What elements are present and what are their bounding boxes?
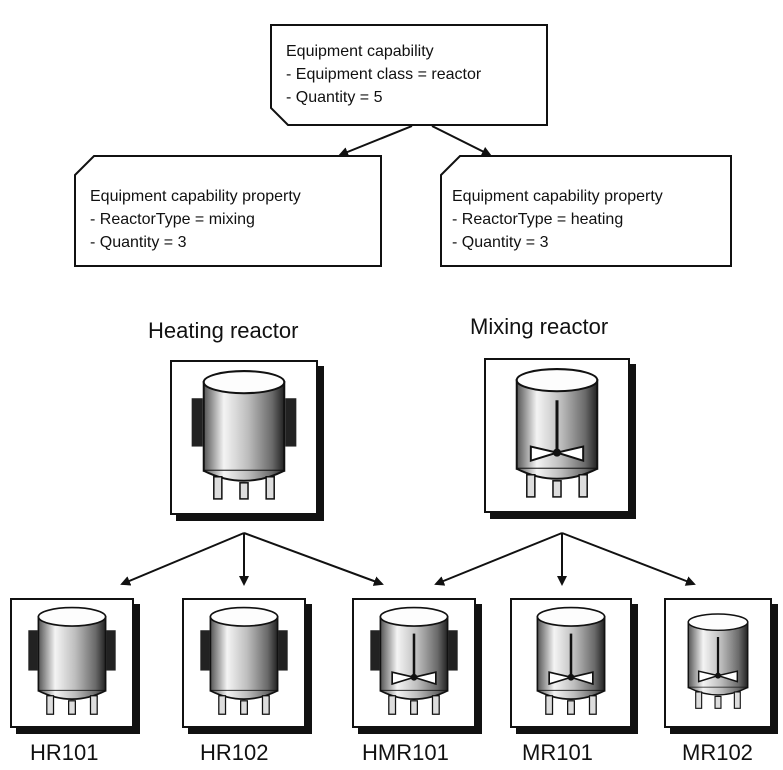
heating-reactor-frame — [170, 360, 324, 521]
mixing-reactor-title: Mixing reactor — [470, 314, 609, 339]
box-line: - Quantity = 3 — [452, 234, 549, 251]
mixing-reactor-icon — [515, 368, 599, 498]
box-line: - Equipment class = reactor — [286, 66, 482, 83]
unit-frame-mr101 — [510, 598, 638, 734]
heating-reactor-icon — [200, 606, 288, 716]
capability-property-box-mixing: Equipment capability property - ReactorT… — [74, 155, 382, 267]
heating-reactor-icon — [191, 370, 297, 500]
unit-frame-hr101 — [10, 598, 140, 734]
heating-reactor-title: Heating reactor — [148, 318, 299, 343]
unit-label-hr102: HR102 — [200, 740, 269, 765]
unit-label-mr101: MR101 — [522, 740, 593, 765]
box-title: Equipment capability property — [452, 188, 663, 205]
box-line: - ReactorType = heating — [452, 211, 624, 228]
box-line: - Quantity = 3 — [90, 234, 187, 251]
arrow-to-right-box — [431, 125, 492, 156]
capability-property-box-heating: Equipment capability property - ReactorT… — [440, 155, 732, 267]
unit-frame-mr102 — [664, 598, 778, 734]
equipment-capability-box: Equipment capability - Equipment class =… — [270, 24, 548, 126]
unit-frame-hr102 — [182, 598, 312, 734]
arrow-mr-to-hmr101 — [434, 532, 563, 586]
arrow-hr-to-hr101 — [120, 532, 245, 586]
box-title: Equipment capability — [286, 43, 434, 60]
arrow-mr-to-mr102 — [561, 532, 696, 586]
box-title: Equipment capability property — [90, 188, 301, 205]
heating-mixing-reactor-icon — [370, 606, 458, 716]
mixing-reactor-icon — [536, 606, 606, 716]
unit-label-hr101: HR101 — [30, 740, 99, 765]
unit-label-hmr101: HMR101 — [362, 740, 449, 765]
mixing-reactor-icon — [687, 613, 749, 710]
unit-frame-hmr101 — [352, 598, 482, 734]
mixing-reactor-frame — [484, 358, 636, 519]
arrow-hr-to-hmr101 — [243, 532, 384, 586]
box-line: - ReactorType = mixing — [90, 211, 255, 228]
arrow-to-left-box — [338, 125, 413, 157]
box-line: - Quantity = 5 — [286, 89, 383, 106]
heating-reactor-icon — [28, 606, 116, 716]
unit-label-mr102: MR102 — [682, 740, 753, 765]
